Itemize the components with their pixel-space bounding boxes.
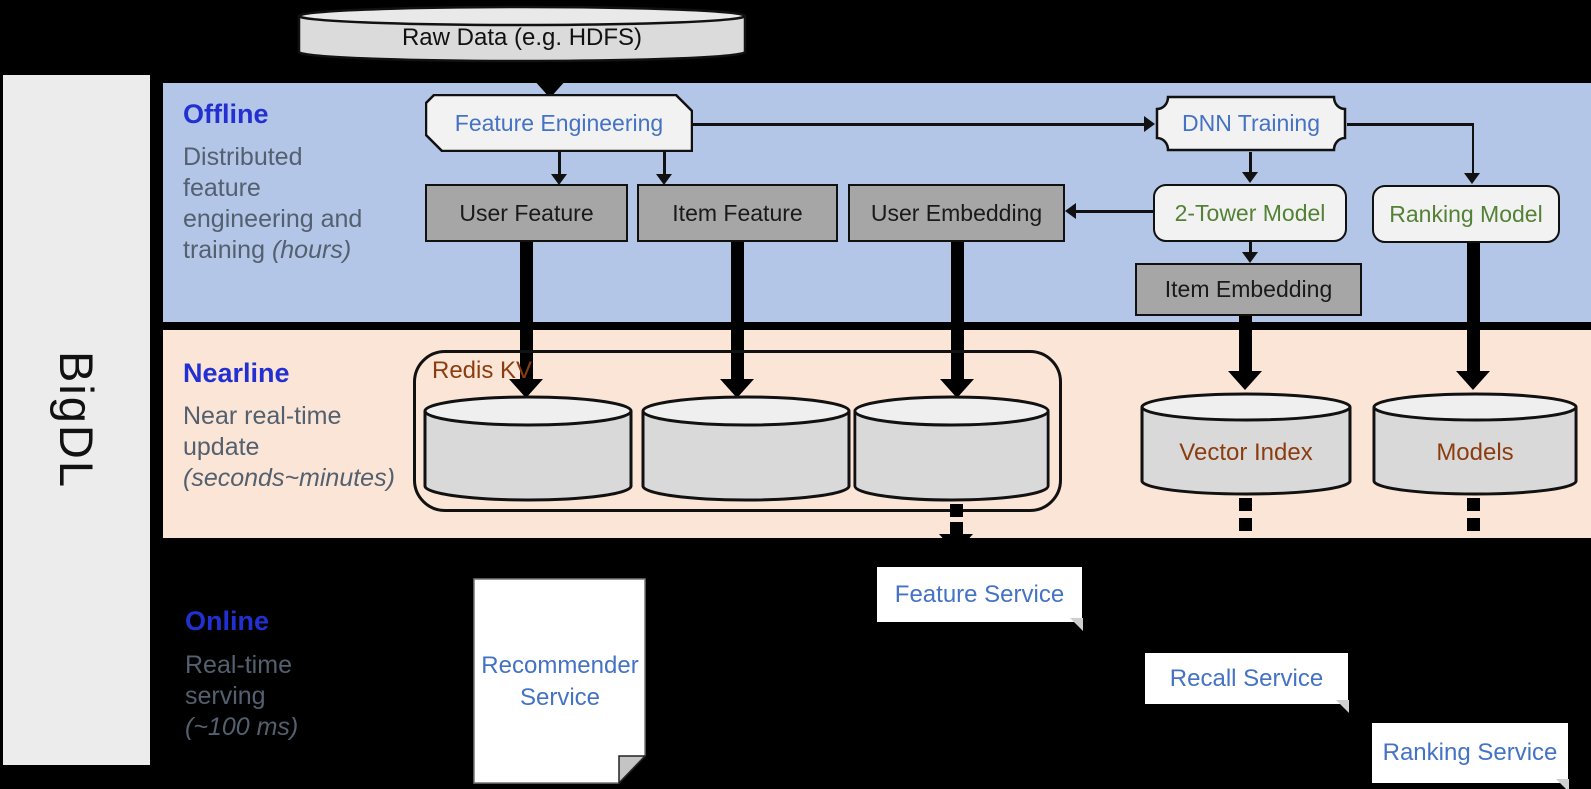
arrow-userfeature-to-kv-shaft <box>520 242 533 380</box>
ranking-service-fold <box>1556 779 1569 789</box>
bigdl-brand-label: BigDL <box>50 350 103 489</box>
arrow-userembedding-to-kv-head <box>940 379 974 398</box>
dashed-models-dash1 <box>1467 498 1480 511</box>
arrow-rankingmodel-to-models-head <box>1456 371 1490 390</box>
arrow-itemfeature-to-kv-shaft <box>731 242 744 380</box>
online-desc-line1: Real-time <box>185 651 292 679</box>
online-desc-line2: serving <box>185 682 266 710</box>
kv-cylinder-2-shape <box>641 395 851 502</box>
arrow-twotower-to-itemembedding-shaft <box>1249 242 1252 254</box>
ranking-service-node: Ranking Service <box>1372 723 1569 789</box>
feature-service-node: Feature Service <box>877 567 1083 631</box>
two-tower-model-label: 2-Tower Model <box>1174 199 1326 226</box>
arrow-itemembedding-to-vectorindex-shaft <box>1239 316 1252 372</box>
online-description: Real-time serving (~100 ms) <box>185 650 298 743</box>
vector-index-cylinder: Vector Index <box>1140 392 1352 497</box>
two-tower-model-node: 2-Tower Model <box>1153 184 1347 242</box>
arrow-twotower-to-itemembedding-head <box>1242 252 1258 263</box>
dashed-models-dash2 <box>1467 518 1480 531</box>
recall-service-label: Recall Service <box>1169 664 1324 692</box>
redis-kv-label: Redis KV <box>432 357 533 384</box>
online-desc-line3: (~100 ms) <box>185 713 299 741</box>
ranking-service-label: Ranking Service <box>1382 739 1558 766</box>
ranking-model-node: Ranking Model <box>1372 185 1560 243</box>
raw-data-cylinder-shape <box>297 5 747 63</box>
arrow-fe-to-itemfeature-head <box>656 174 672 185</box>
user-embedding-label: User Embedding <box>870 199 1043 226</box>
feature-engineering-node: Feature Engineering <box>425 94 693 152</box>
kv-cylinder-2 <box>641 395 851 502</box>
dnn-training-shape <box>1155 95 1347 152</box>
offline-desc-line3: engineering and <box>183 205 363 233</box>
item-feature-label: Item Feature <box>672 199 803 226</box>
arrow-dnn-to-twotower-head <box>1242 172 1258 183</box>
bigdl-sidebar: BigDL <box>3 75 150 765</box>
nearline-description: Near real-time update (seconds~minutes) <box>183 401 395 494</box>
recall-service-node: Recall Service <box>1145 653 1349 713</box>
arrow-dnn-to-rankingmodel-hline <box>1347 123 1474 126</box>
vector-index-shape <box>1140 392 1352 496</box>
offline-desc-line1: Distributed <box>183 143 303 171</box>
nearline-desc-line2: update <box>183 433 260 461</box>
kv-cylinder-3 <box>853 395 1050 502</box>
nearline-desc-line3: (seconds~minutes) <box>183 464 395 492</box>
arrow-twotower-to-userembedding-head <box>1065 203 1076 219</box>
models-cylinder: Models <box>1372 392 1578 497</box>
user-feature-label: User Feature <box>459 199 594 226</box>
offline-desc-line4: training (hours) <box>183 236 352 264</box>
arrow-rankingmodel-to-models-shaft <box>1467 243 1480 372</box>
offline-desc-line2: feature <box>183 174 261 202</box>
offline-description: Distributed feature engineering and trai… <box>183 142 362 266</box>
offline-title: Offline <box>183 99 269 129</box>
vector-index-label: Vector Index <box>1179 438 1313 466</box>
dashed-vectorindex-dash1 <box>1239 498 1252 511</box>
recommender-service-node: Recommender Service <box>473 578 647 785</box>
feature-engineering-label: Feature Engineering <box>454 109 664 136</box>
arrow-fe-to-dnn-head <box>1144 116 1155 132</box>
dashed-kv-to-featureservice-head <box>939 534 973 553</box>
arrow-itemfeature-to-kv-head <box>720 379 754 398</box>
ranking-model-label: Ranking Model <box>1389 200 1543 227</box>
item-embedding-node: Item Embedding <box>1135 263 1362 316</box>
recall-service-fold <box>1336 700 1349 713</box>
kv-cylinder-3-shape <box>853 395 1050 502</box>
nearline-title: Nearline <box>183 358 290 388</box>
user-feature-node: User Feature <box>425 184 628 242</box>
dashed-kv-to-featureservice-dash2 <box>950 522 963 535</box>
feature-engineering-shape <box>425 94 693 152</box>
kv-cylinder-1-shape <box>423 395 633 502</box>
arrow-itemembedding-to-vectorindex-head <box>1228 371 1262 390</box>
recommender-service-shape <box>473 578 647 785</box>
dashed-vectorindex-dash2 <box>1239 518 1252 531</box>
dashed-kv-to-featureservice-dash1 <box>950 504 963 517</box>
arrow-userfeature-to-kv-head <box>509 379 543 398</box>
recommender-service-label: Recommender Service <box>481 651 639 711</box>
arrow-dnn-to-rankingmodel-head <box>1464 173 1480 184</box>
online-title: Online <box>185 606 270 636</box>
raw-data-cylinder: Raw Data (e.g. HDFS) <box>297 5 747 63</box>
models-shape <box>1372 392 1578 496</box>
arrow-fe-to-dnn-shaft <box>693 123 1145 126</box>
arrow-twotower-to-userembedding-shaft <box>1075 210 1153 213</box>
feature-service-fold <box>1070 618 1083 631</box>
arrow-rawdata-to-fe-shaft <box>544 62 556 82</box>
arrow-userembedding-to-kv-shaft <box>951 242 964 380</box>
kv-cylinder-1 <box>423 395 633 502</box>
arrow-dnn-to-twotower-shaft <box>1249 152 1252 174</box>
arrow-dnn-to-rankingmodel-vline <box>1471 123 1474 175</box>
dnn-training-label: DNN Training <box>1181 110 1321 136</box>
feature-service-label: Feature Service <box>894 580 1065 608</box>
redis-kv-container <box>413 350 1062 512</box>
item-feature-node: Item Feature <box>637 184 838 242</box>
arrow-rawdata-to-fe-head <box>533 79 567 98</box>
arrow-fe-to-userfeature-shaft <box>558 152 561 176</box>
models-label: Models <box>1436 438 1514 466</box>
nearline-desc-line1: Near real-time <box>183 402 342 430</box>
arrow-fe-to-itemfeature-shaft <box>663 152 666 176</box>
item-embedding-label: Item Embedding <box>1164 276 1333 302</box>
raw-data-label: Raw Data (e.g. HDFS) <box>401 24 643 51</box>
user-embedding-node: User Embedding <box>848 184 1065 242</box>
dnn-training-node: DNN Training <box>1155 95 1347 152</box>
arrow-fe-to-userfeature-head <box>551 174 567 185</box>
